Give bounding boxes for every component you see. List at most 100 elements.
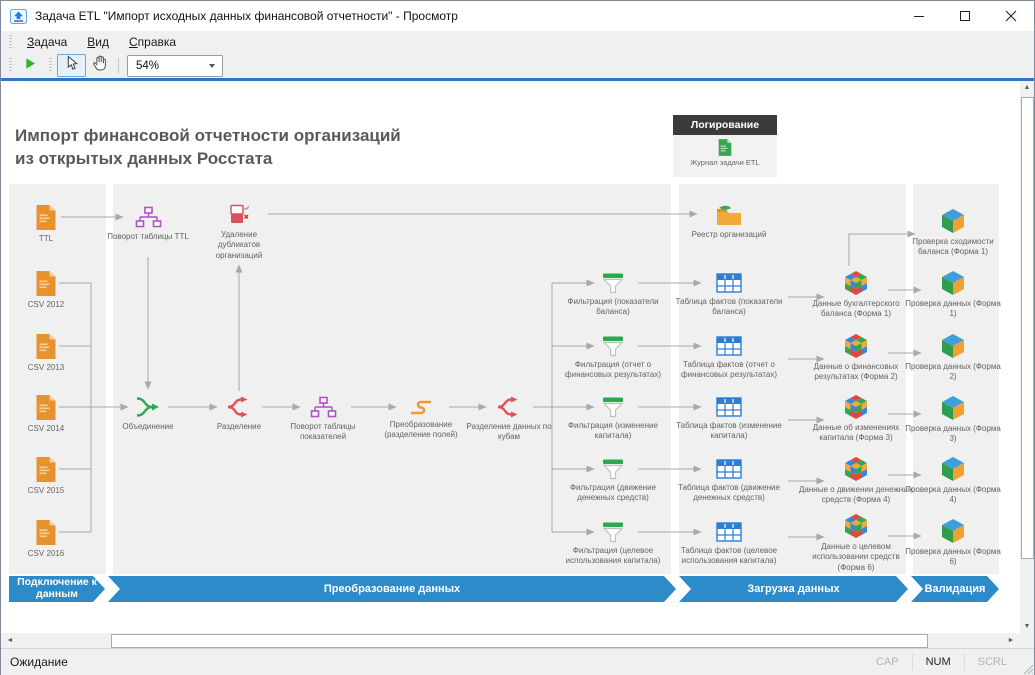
node-cube-cashflow[interactable]: Данные о движении денежных средств (Форм… [790,456,922,506]
logging-node[interactable]: Журнал задачи ETL [673,135,777,177]
node-pivot-ttl[interactable]: Поворот таблицы TTL [107,206,189,242]
node-label: Проверка данных (Форма 1) [905,299,1001,319]
run-task-button[interactable] [17,55,44,76]
pan-tool-button[interactable] [86,55,113,76]
node-filter-finresults[interactable]: Фильтрация (отчет о финансовых результат… [553,335,673,381]
stage-loading: Загрузка данных [679,576,908,602]
node-csv-2013[interactable]: CSV 2013 [6,333,86,373]
logging-item-label: Журнал задачи ETL [690,158,760,167]
node-facts-capital-change[interactable]: Таблица фактов (изменение капитала) [673,396,785,442]
cube-multi-icon [844,333,868,359]
zoom-value: 54% [136,59,160,72]
orange-file-icon [34,394,58,421]
node-ttl[interactable]: TTL [6,204,86,244]
node-csv-2012[interactable]: CSV 2012 [6,270,86,310]
menu-bar: Задача Вид Справка [1,31,1034,53]
node-csv-2016[interactable]: CSV 2016 [6,519,86,559]
node-csv-2015[interactable]: CSV 2015 [6,456,86,496]
node-label: Таблица фактов (целевое использования ка… [680,546,778,566]
node-check-f3[interactable]: Проверка данных (Форма 3) [905,395,1001,445]
minimize-button[interactable] [896,1,942,31]
node-label: CSV 2016 [27,549,65,558]
select-tool-button[interactable] [57,54,86,77]
scroll-up-icon[interactable]: ▲ [1023,84,1031,91]
chevron-down-icon [209,63,215,68]
funnel-icon [600,458,626,480]
cube-val-icon [941,270,965,296]
node-cube-target-use[interactable]: Данные о целевом использовании средств (… [799,513,913,573]
orange-file-icon [34,456,58,483]
cube-val-icon [941,333,965,359]
node-check-f4[interactable]: Проверка данных (Форма 4) [905,456,1001,506]
node-label: CSV 2012 [27,300,65,309]
node-cube-finresults[interactable]: Данные о финансовых результатах (Форма 2… [798,333,914,383]
node-filter-cashflow[interactable]: Фильтрация (движение денежных средств) [556,458,670,504]
menu-task[interactable]: Задача [27,35,68,49]
node-label: Данные об изменениях капитала (Форма 3) [812,423,900,443]
node-check-f2[interactable]: Проверка данных (Форма 2) [905,333,1001,383]
node-cube-balance[interactable]: Данные бухгалтерского баланса (Форма 1) [798,270,914,320]
node-dedup-orgs[interactable]: Удаление дубликатов организаций [203,203,275,261]
node-pivot-indicators[interactable]: Поворот таблицы показателей [279,396,367,443]
horizontal-scroll-thumb[interactable] [111,634,928,648]
node-filter-balance[interactable]: Фильтрация (показатели баланса) [556,272,670,318]
table-icon [715,521,743,543]
node-facts-finresults[interactable]: Таблица фактов (отчет о финансовых резул… [667,335,791,381]
node-label: CSV 2015 [27,486,65,495]
node-filter-capital-change[interactable]: Фильтрация (изменение капитала) [556,396,670,442]
horizontal-scrollbar[interactable]: ◄ ► [1,633,1020,648]
node-label: Данные о целевом использовании средств (… [812,542,900,572]
scroll-right-icon[interactable]: ► [1007,637,1015,644]
node-split[interactable]: Разделение [194,395,284,432]
cube-val-icon [941,395,965,421]
cube-multi-icon [844,394,868,420]
node-cube-capital-change[interactable]: Данные об изменениях капитала (Форма 3) [798,394,914,444]
menu-grip [9,34,12,50]
close-button[interactable] [988,1,1034,31]
logging-header: Логирование [673,115,777,135]
menu-view[interactable]: Вид [87,35,109,49]
node-check-balance-conv[interactable]: Проверка сходимости баланса (Форма 1) [904,208,1002,258]
hand-icon [92,55,108,76]
resize-grip[interactable] [1020,649,1034,675]
zoom-select[interactable]: 54% [127,54,223,77]
stage-connection: Подключение к данным [9,576,105,602]
node-label: Удаление дубликатов организаций [215,230,263,260]
title-bar: Задача ETL "Импорт исходных данных финан… [1,1,1034,31]
node-label: Поворот таблицы TTL [107,232,189,241]
node-split-cubes[interactable]: Разделение данных по кубам [463,395,555,443]
node-label: Фильтрация (целевое использования капита… [565,546,661,566]
window-title: Задача ETL "Импорт исходных данных финан… [35,9,458,23]
node-merge[interactable]: Объединение [103,395,193,432]
cube-multi-icon [844,456,868,482]
node-transform-fields[interactable]: Преобразование (разделение полей) [371,398,471,441]
node-csv-2014[interactable]: CSV 2014 [6,394,86,434]
vertical-scroll-thumb[interactable] [1021,97,1034,559]
maximize-button[interactable] [942,1,988,31]
scroll-left-icon[interactable]: ◄ [6,637,14,644]
node-label: CSV 2013 [27,363,65,372]
node-label: Проверка данных (Форма 3) [905,424,1001,444]
node-check-f6[interactable]: Проверка данных (Форма 6) [905,518,1001,568]
vertical-scrollbar[interactable]: ▲ ▼ [1020,81,1034,633]
node-facts-target-use[interactable]: Таблица фактов (целевое использования ка… [667,521,791,567]
dedup-icon [228,203,251,227]
node-label: Таблица фактов (показатели баланса) [675,297,783,317]
node-org-registry[interactable]: Реестр организаций [674,204,784,240]
play-icon [24,57,37,75]
node-label: TTL [38,234,54,243]
node-label: Поворот таблицы показателей [290,422,356,442]
node-label: Фильтрация (движение денежных средств) [569,483,657,503]
node-facts-cashflow[interactable]: Таблица фактов (движение денежных средст… [664,458,794,504]
node-label: Фильтрация (показатели баланса) [567,297,659,317]
funnel-icon [600,396,626,418]
scroll-down-icon[interactable]: ▼ [1023,623,1031,630]
band-validation [913,184,999,574]
menu-help[interactable]: Справка [129,35,177,49]
cube-multi-icon [844,513,868,539]
node-facts-balance[interactable]: Таблица фактов (показатели баланса) [674,272,784,318]
cube-val-icon [941,518,965,544]
toolbar-separator [118,58,119,73]
node-filter-target-use[interactable]: Фильтрация (целевое использования капита… [555,521,671,567]
node-check-f1[interactable]: Проверка данных (Форма 1) [905,270,1001,320]
